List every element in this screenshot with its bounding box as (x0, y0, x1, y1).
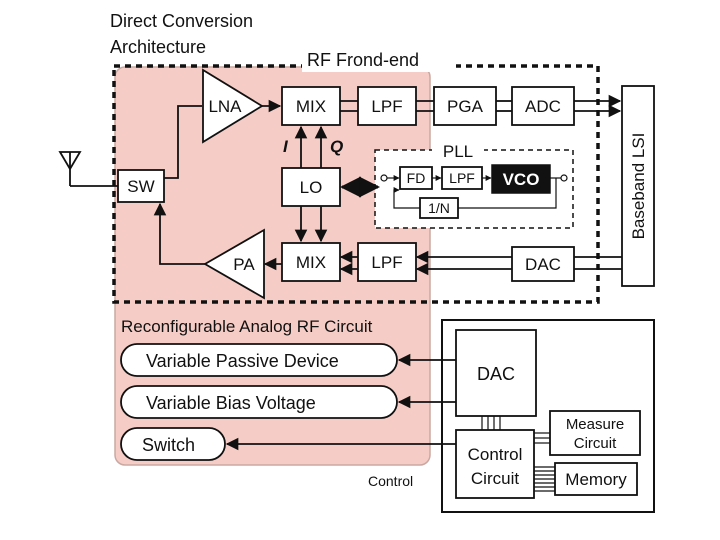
pll-label-bg (432, 140, 484, 160)
dac-tx-label: DAC (525, 255, 561, 274)
control-signal-label: Control (368, 473, 413, 489)
adc-label: ADC (525, 97, 561, 116)
memory-block (554, 462, 638, 496)
reconfig-item-variable-passive-label: Variable Passive Device (146, 351, 339, 371)
pll-output-node (560, 174, 568, 182)
control-circuit-label-line1: Control (468, 445, 523, 464)
memory-control-bus (534, 466, 555, 492)
control-circuit-block (455, 429, 535, 499)
reconfig-title: Reconfigurable Analog RF Circuit (121, 317, 373, 336)
control-circuit-label-line2: Circuit (471, 469, 519, 488)
pll-divider-label: 1/N (428, 200, 450, 216)
mixer-bottom-label: MIX (296, 253, 326, 272)
baseband-lsi-block (621, 85, 655, 287)
switch-block-label: SW (127, 177, 154, 196)
measure-circuit-label-line2: Circuit (574, 435, 617, 452)
pga-label: PGA (447, 97, 484, 116)
lpf-bottom-label: LPF (371, 253, 402, 272)
reconfig-item-switch-label: Switch (142, 435, 195, 455)
memory-label: Memory (565, 470, 627, 489)
dac-tx-block (511, 246, 575, 282)
lpf-top-block (357, 86, 417, 126)
vco-block (491, 164, 551, 194)
architecture-title-line2: Architecture (110, 37, 206, 57)
digital-dac-label: DAC (477, 364, 515, 384)
vco-label: VCO (503, 170, 540, 189)
rf-frontend-label-bg (302, 48, 456, 72)
adc-block (511, 86, 575, 126)
dac-control-bus (481, 416, 501, 430)
measure-circuit-label-line1: Measure (566, 416, 624, 433)
lo-block (281, 167, 341, 207)
reconfig-item-variable-bias (120, 385, 398, 419)
lna-amplifier (202, 68, 264, 144)
reconfig-item-variable-bias-label: Variable Bias Voltage (146, 393, 316, 413)
lo-label: LO (300, 178, 323, 197)
lpf-bottom-block (357, 242, 417, 282)
switch-block (117, 169, 165, 203)
measure-control-bus (534, 432, 550, 444)
digital-dac-block (455, 329, 537, 417)
pga-block (433, 86, 497, 126)
i-path-label: I (283, 137, 289, 156)
pll-input-node (380, 174, 388, 182)
lna-label: LNA (208, 97, 242, 116)
lpf-top-label: LPF (371, 97, 402, 116)
architecture-title-line1: Direct Conversion (110, 11, 253, 31)
rf-frontend-title: RF Frond-end (307, 50, 419, 70)
q-path-label: Q (330, 137, 343, 156)
pll-title: PLL (443, 142, 473, 161)
reconfig-item-switch (120, 427, 226, 461)
pa-label: PA (233, 255, 255, 274)
antenna-icon (58, 151, 118, 187)
pll-fd-label: FD (407, 170, 426, 186)
mixer-top-label: MIX (296, 97, 326, 116)
baseband-lsi-label: Baseband LSI (629, 133, 648, 240)
mixer-top-block (281, 86, 341, 126)
pll-lpf-label: LPF (449, 170, 475, 186)
reconfig-item-variable-passive (120, 343, 398, 377)
